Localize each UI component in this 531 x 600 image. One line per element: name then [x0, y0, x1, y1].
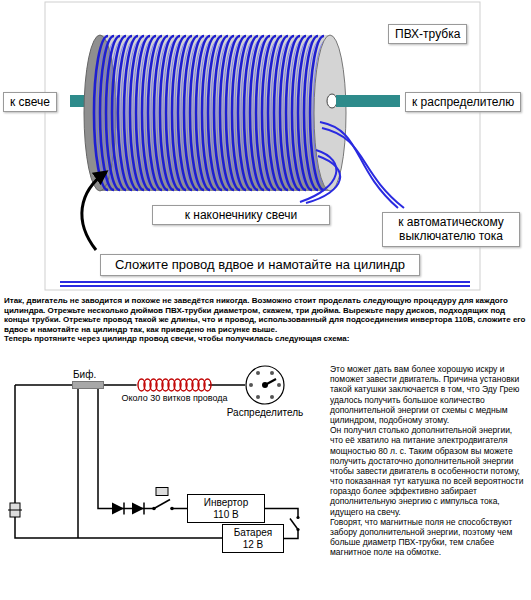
switch-symbol — [290, 516, 301, 531]
switch-symbol — [170, 507, 174, 511]
switch-symbol — [152, 507, 156, 511]
schematic-wire — [77, 389, 79, 538]
bifilar-coil: Биф. — [72, 381, 104, 389]
switch-symbol — [296, 528, 299, 531]
tube-end — [314, 35, 400, 191]
note-text: Говорят, что магнитные поля не способств… — [330, 517, 526, 558]
spark-plug-symbol — [8, 510, 22, 511]
wire-connector — [98, 389, 187, 509]
distributor-symbol — [270, 395, 274, 399]
distributor-symbol — [277, 383, 281, 387]
node-text: Биф. — [73, 369, 96, 380]
folded-wire — [60, 282, 470, 286]
node-text: Батарея 12 В — [228, 527, 278, 550]
switch-symbol — [152, 488, 174, 511]
folded-wire — [60, 285, 470, 287]
distributor-symbol — [245, 365, 285, 405]
diode-symbol — [112, 503, 124, 515]
node-text: к наконечнику свечи — [185, 208, 298, 222]
note-text: Итак, двигатель не заводится и похоже не… — [4, 296, 526, 334]
node-text: Распределитель — [227, 407, 303, 418]
distributor-circle: Распределитель — [245, 365, 285, 405]
distributor-symbol — [256, 395, 260, 399]
coil-symbol — [137, 379, 212, 391]
node-text: к свече — [10, 95, 50, 109]
switch-symbol — [296, 516, 299, 519]
lead-wire — [300, 122, 404, 208]
note-text: Он получил столько дополнительной энерги… — [330, 425, 526, 517]
distributor-symbol — [246, 366, 284, 404]
node-text: к распределителю — [412, 95, 514, 109]
node-text: Инвертор 110 В — [200, 497, 252, 520]
diode-symbol — [143, 503, 145, 515]
lead-wire — [306, 156, 340, 203]
label-box: к наконечнику свечи — [152, 205, 330, 225]
spark-plug-symbol — [8, 503, 22, 517]
text-column: Это может дать вам более хорошую искру и… — [330, 364, 526, 558]
component-box: Батарея 12 В — [222, 524, 284, 553]
pvc-tube — [100, 35, 330, 191]
switch-symbol — [290, 519, 298, 530]
figure-frame — [45, 2, 480, 290]
diode-symbol — [123, 503, 125, 515]
label-box: ПВХ-трубка — [388, 24, 467, 44]
note-text: Теперь протяните через цилиндр провод св… — [4, 334, 526, 344]
folded-wire — [60, 281, 470, 283]
pointer-arrow — [82, 172, 106, 250]
note-text: Это может дать вам более хорошую искру и… — [330, 364, 526, 425]
switch-symbol — [154, 500, 170, 509]
diode-symbol — [112, 503, 144, 515]
tube-end — [327, 94, 337, 108]
lead-wire — [300, 150, 336, 202]
diode-symbol — [132, 503, 144, 515]
coil-winding — [94, 36, 326, 190]
distributor-symbol — [249, 383, 253, 387]
component-box: Инвертор 110 В — [187, 494, 265, 523]
node-text: ПВХ-трубка — [395, 27, 460, 41]
distributor-symbol — [262, 382, 268, 388]
tube-end — [336, 95, 400, 107]
distributor-symbol — [270, 371, 274, 375]
pvc-tube — [84, 35, 330, 191]
label-box: к свече — [3, 92, 57, 112]
label-box: к автоматическому выключателю тока — [382, 212, 520, 247]
edge-label: Около 30 витков провода — [120, 393, 228, 403]
schematic-wire — [15, 384, 72, 386]
tube-end — [314, 35, 346, 191]
coil-symbol — [204, 379, 211, 391]
lead-wire — [320, 122, 398, 208]
schematic-wire — [14, 385, 16, 503]
text-column: Итак, двигатель не заводится и похоже не… — [4, 296, 526, 344]
distributor-symbol — [256, 371, 260, 375]
node-text: к автоматическому выключателю тока — [389, 215, 513, 244]
switch-symbol — [156, 488, 168, 496]
label-box: Сложите провод вдвое и намотайте на цили… — [100, 254, 420, 276]
lead-wire — [322, 128, 404, 208]
node-text: Сложите провод вдвое и намотайте на цили… — [115, 257, 405, 273]
label-box: к распределителю — [405, 92, 521, 112]
